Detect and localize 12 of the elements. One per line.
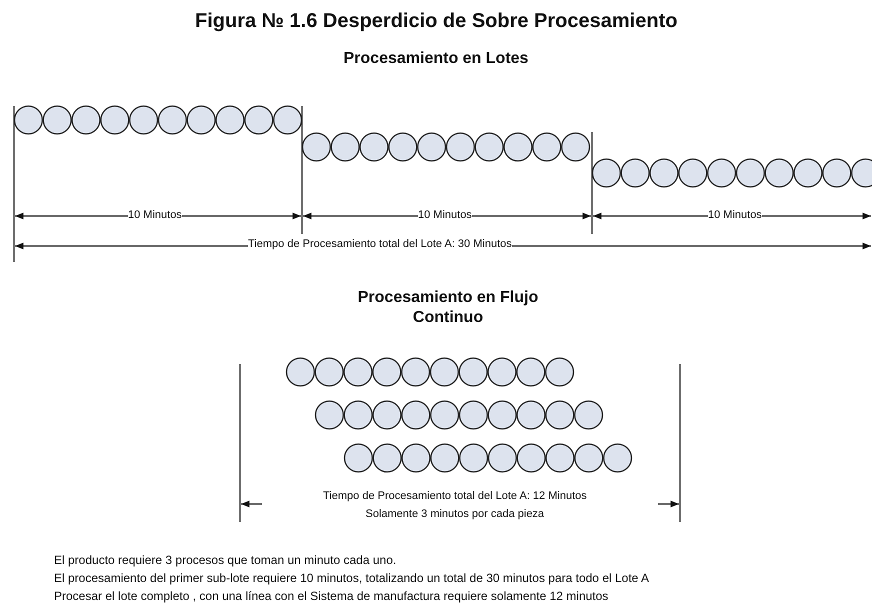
dimension-label: Tiempo de Procesamiento total del Lote A: 12 Minutos [323,490,587,502]
section-heading: Procesamiento en Lotes [344,50,528,68]
dimension-label: 10 Minutos [128,209,182,221]
dimension-label: 10 Minutos [418,209,472,221]
note-text: El procesamiento del primer sub-lote requiere 10 minutos, totalizando un total de 30 minutos para todo el Lote A [54,571,650,585]
note-text: El producto requiere 3 procesos que toman un minuto cada uno. [54,553,396,567]
dimension-label: 10 Minutos [708,209,762,221]
section-heading: Procesamiento en Flujo Continuo [356,288,540,328]
note-text: Procesar el lote completo , con una línea con el Sistema de manufactura requiere solamente 12 minutos [54,589,608,603]
figure-title: Figura № 1.6 Desperdicio de Sobre Procesamiento [195,10,678,33]
dimension-label: Solamente 3 minutos por cada pieza [366,508,544,520]
dimension-label: Tiempo de Procesamiento total del Lote A: 30 Minutos [248,238,512,250]
